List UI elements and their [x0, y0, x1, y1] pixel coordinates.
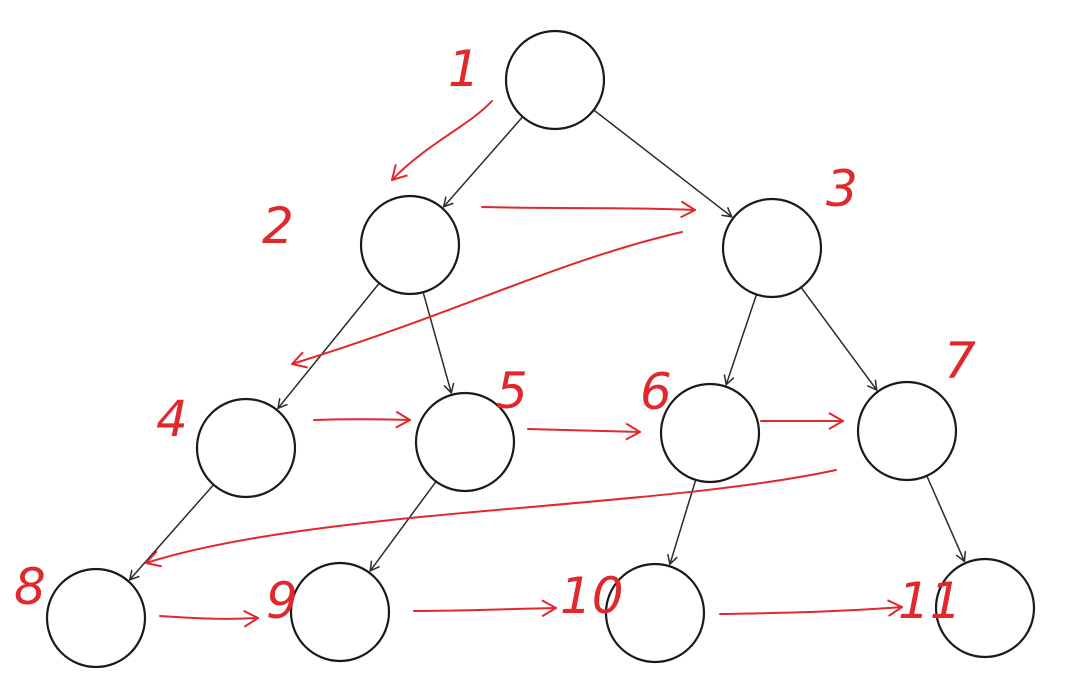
tree-edge-2-5	[421, 290, 455, 395]
node-label-2: 2	[262, 197, 294, 255]
tree-edges	[128, 108, 967, 581]
tree-node-10	[604, 562, 706, 664]
traversal-arrow-5-6	[527, 422, 641, 441]
traversal-arrow-9-10	[413, 599, 557, 618]
tree-edge-2-4	[277, 281, 382, 410]
traversal-arrow-10-11	[719, 599, 903, 617]
tree-node-2	[359, 194, 461, 296]
traversal-arrow-7-8	[145, 469, 837, 568]
node-label-7: 7	[944, 332, 976, 390]
tree-node-7	[856, 380, 958, 482]
tree-node-1	[504, 29, 606, 131]
tree-edge-3-7	[799, 285, 878, 392]
tree-node-11	[934, 557, 1036, 659]
tree-node-8	[45, 567, 147, 669]
tree-edge-3-6	[723, 292, 758, 387]
tree-node-6	[659, 382, 761, 484]
tree-edge-1-3	[591, 108, 733, 218]
traversal-path	[145, 100, 903, 628]
node-label-1: 1	[448, 40, 480, 98]
node-label-4: 4	[156, 390, 188, 448]
tree-node-3	[721, 197, 823, 299]
tree-edge-7-11	[925, 473, 967, 563]
node-label-6: 6	[640, 363, 672, 421]
tree-edge-5-9	[369, 479, 438, 573]
traversal-arrow-4-5	[313, 410, 411, 429]
traversal-arrow-3-4	[291, 231, 683, 369]
tree-nodes	[45, 29, 1036, 669]
node-label-3: 3	[826, 160, 858, 218]
node-label-10: 10	[560, 567, 624, 625]
tree-node-4	[195, 397, 297, 499]
node-label-8: 8	[14, 558, 46, 616]
tree-edge-1-2	[442, 114, 525, 208]
traversal-arrow-2-3	[481, 200, 696, 219]
tree-node-5	[414, 391, 516, 493]
node-label-11: 11	[898, 572, 962, 630]
node-label-5: 5	[496, 362, 528, 420]
tree-node-9	[289, 561, 391, 663]
traversal-arrow-1-2	[391, 100, 493, 181]
node-label-9: 9	[266, 572, 298, 630]
node-labels: 1 2 3 4 5 6 7 8 9 10 11	[14, 40, 976, 630]
tree-edge-4-8	[128, 482, 216, 581]
traversal-arrow-8-9	[159, 609, 259, 628]
